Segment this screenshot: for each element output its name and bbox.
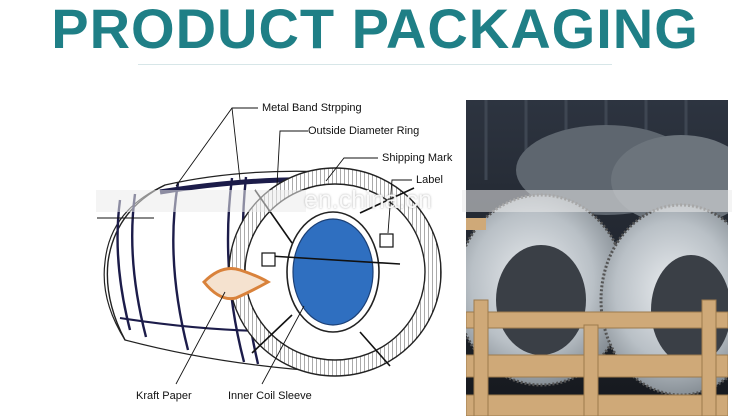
shipping-mark-square xyxy=(261,252,276,267)
watermark-band xyxy=(96,190,306,212)
metal-band-label: Metal Band Strpping xyxy=(262,102,362,114)
label-label: Label xyxy=(416,174,443,186)
watermark-band xyxy=(462,190,732,212)
inner-coil-sleeve-label: Inner Coil Sleeve xyxy=(228,390,312,402)
kraft-paper-shape xyxy=(201,267,271,301)
outside-diameter-ring-label: Outside Diameter Ring xyxy=(308,125,420,137)
coil-packaging-diagram xyxy=(97,107,442,385)
title-divider xyxy=(138,64,612,65)
watermark-text: en.china.cn xyxy=(304,186,432,214)
packaged-coils-photo xyxy=(466,100,728,416)
kraft-paper-label: Kraft Paper xyxy=(136,390,192,402)
shipping-mark-label: Shipping Mark xyxy=(382,152,453,164)
coil-core xyxy=(292,218,374,326)
page-title: PRODUCT PACKAGING xyxy=(51,0,699,60)
label-square xyxy=(379,233,394,248)
